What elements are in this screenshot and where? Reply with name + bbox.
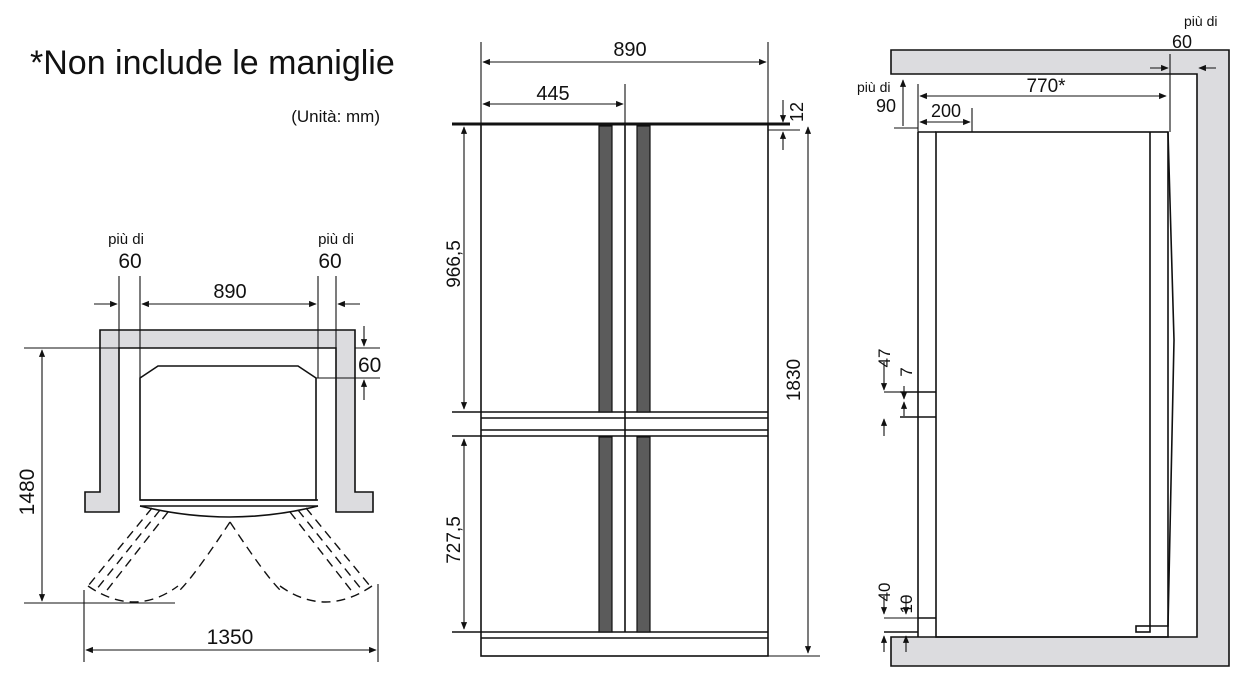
side-view-clearance-back-value: 90 bbox=[876, 96, 896, 116]
upper-left-handle bbox=[598, 125, 613, 413]
side-view-fridge-body bbox=[935, 131, 1169, 638]
side-view-gap-47: 47 bbox=[875, 349, 894, 368]
side-view-gap-40: 40 bbox=[875, 583, 894, 602]
side-view-wall bbox=[890, 49, 1230, 667]
lower-right-handle bbox=[636, 436, 651, 633]
side-view-depth: 770* bbox=[1026, 76, 1066, 97]
top-view-width: 890 bbox=[213, 281, 246, 303]
front-view-width: 890 bbox=[613, 39, 646, 61]
top-view-depth-open: 1480 bbox=[16, 469, 39, 516]
side-view-top-depth: 200 bbox=[931, 101, 961, 121]
lower-left-handle bbox=[598, 436, 613, 633]
top-view-width-open: 1350 bbox=[207, 626, 254, 649]
side-view-gap-10: 10 bbox=[897, 595, 916, 614]
front-view: 890 445 12 966,5 727,5 1830 bbox=[444, 39, 820, 657]
front-view-upper-door-height: 966,5 bbox=[444, 240, 465, 288]
side-view: più di 60 770* 200 più di 90 47 7 40 10 bbox=[857, 13, 1230, 667]
top-view-clearance-label-right: più di bbox=[318, 231, 354, 248]
handles-note: *Non include le maniglie bbox=[30, 44, 395, 82]
top-view-clearance-value-left: 60 bbox=[118, 250, 141, 273]
upper-right-handle bbox=[636, 125, 651, 413]
front-view-half-width: 445 bbox=[536, 83, 569, 105]
front-view-lower-door-height: 727,5 bbox=[444, 516, 465, 564]
front-view-total-height: 1830 bbox=[784, 359, 805, 401]
side-view-gap-7: 7 bbox=[897, 367, 916, 376]
top-view: 890 più di 60 più di 60 60 1480 bbox=[16, 231, 381, 662]
top-view-clearance-label-left: più di bbox=[108, 231, 144, 248]
top-view-clearance-value-right: 60 bbox=[318, 250, 341, 273]
side-view-clearance-top-value: 60 bbox=[1172, 32, 1192, 52]
top-view-fridge-body bbox=[139, 365, 317, 501]
top-view-rear-gap: 60 bbox=[358, 354, 381, 377]
side-view-clearance-top-label: più di bbox=[1184, 13, 1217, 29]
front-view-top-gap: 12 bbox=[787, 102, 807, 122]
side-view-clearance-back-label: più di bbox=[857, 79, 890, 95]
top-view-wall bbox=[84, 329, 374, 513]
unit-note: (Unità: mm) bbox=[291, 107, 380, 126]
